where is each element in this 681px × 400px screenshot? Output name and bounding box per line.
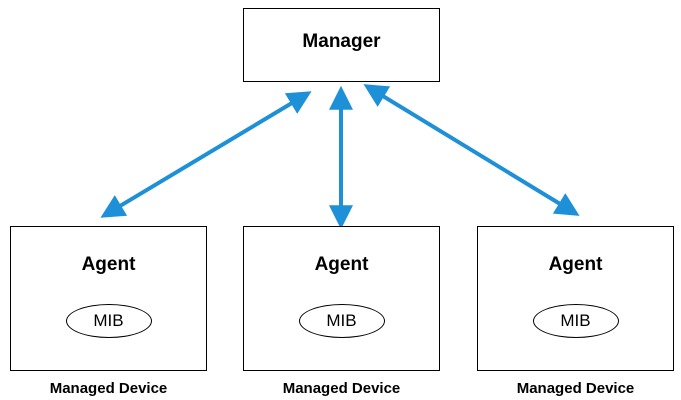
agent-label: Agent <box>81 254 136 275</box>
managed-device-label: Managed Device <box>49 380 168 397</box>
agent-label: Agent <box>548 254 603 275</box>
manager-label: Manager <box>302 31 381 52</box>
manager-box: Manager <box>243 8 440 82</box>
agent-box-3: Agent MIB <box>477 226 674 371</box>
agent-box-1: Agent MIB <box>10 226 207 371</box>
mib-ellipse: MIB <box>65 304 152 338</box>
mib-ellipse: MIB <box>532 304 619 338</box>
managed-device-label: Managed Device <box>282 380 401 397</box>
mib-ellipse: MIB <box>298 304 385 338</box>
agent-label: Agent <box>314 254 369 275</box>
managed-device-label: Managed Device <box>516 380 635 397</box>
agent-box-2: Agent MIB <box>243 226 440 371</box>
arrow-manager-agent-1 <box>100 91 312 218</box>
arrow-manager-agent-3 <box>363 84 580 216</box>
